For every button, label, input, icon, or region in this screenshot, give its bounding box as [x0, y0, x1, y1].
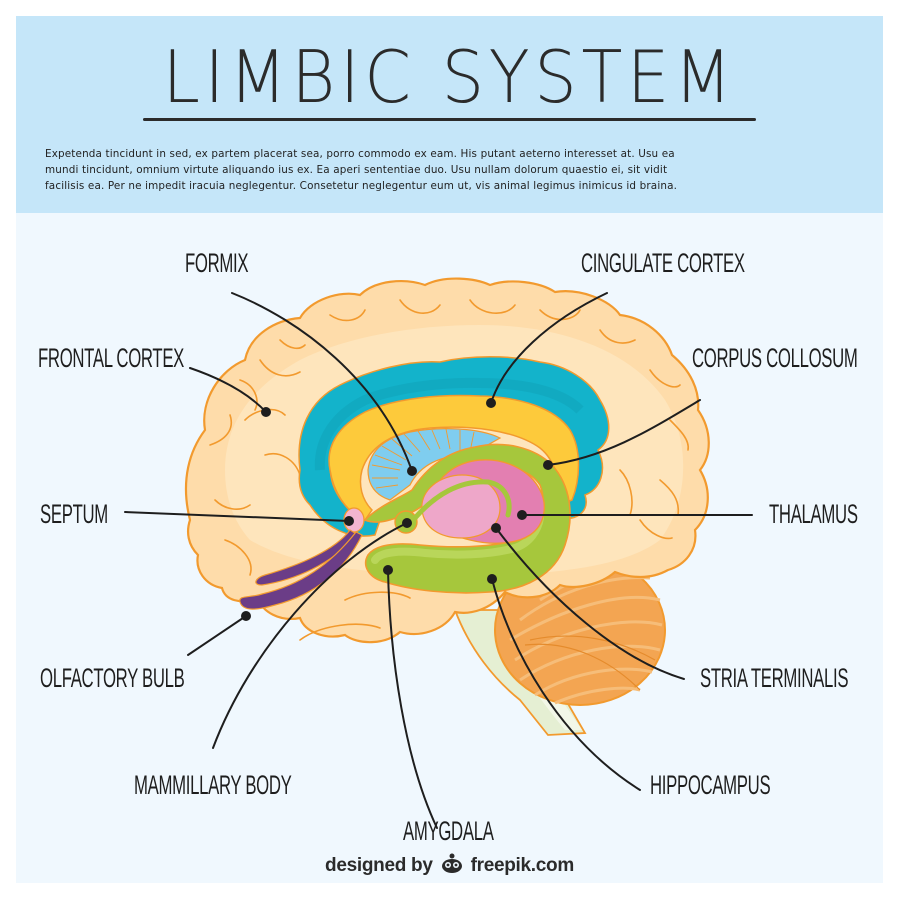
- leader-stria: [495, 527, 685, 680]
- title-underline: [143, 118, 756, 121]
- page-title: LIMBIC SYSTEM: [162, 35, 737, 119]
- dot-thalamus: [517, 510, 527, 520]
- leader-septum: [124, 511, 350, 522]
- label-mammillary-body: MAMMILLARY BODY: [134, 770, 292, 800]
- label-corpus-collosum: CORPUS COLLOSUM: [692, 343, 858, 373]
- brain-diagram: [124, 277, 753, 829]
- thalamus-inner: [421, 474, 501, 539]
- label-septum: SEPTUM: [40, 499, 108, 529]
- label-cingulate-cortex: CINGULATE CORTEX: [581, 248, 745, 278]
- dot-corpus: [543, 460, 553, 470]
- olfactory-bulb-region: [239, 531, 363, 610]
- credit-brand[interactable]: freepik.com: [470, 855, 575, 876]
- dot-formix: [407, 466, 417, 476]
- freepik-logo-icon: [440, 852, 464, 880]
- olfactory-tract: [255, 529, 359, 586]
- dot-cingulate: [486, 398, 496, 408]
- dot-septum: [344, 516, 354, 526]
- label-thalamus: THALAMUS: [769, 499, 858, 529]
- leader-frontal: [189, 367, 267, 413]
- intro-line: Expetenda tincidunt in sed, ex partem pl…: [45, 148, 675, 160]
- intro-line: facilisis ea. Per ne impedit iracuia neg…: [45, 180, 678, 192]
- credit-prefix: designed by: [325, 855, 433, 876]
- leader-corpus: [547, 399, 701, 466]
- leader-hippocampus: [491, 578, 641, 791]
- leader-cingulate: [490, 292, 608, 404]
- leader-formix: [231, 292, 413, 472]
- header-panel: LIMBIC SYSTEM Expetenda tincidunt in sed…: [16, 16, 883, 213]
- leader-mammillary: [212, 522, 408, 749]
- cingulate-shade: [314, 377, 584, 471]
- dot-stria: [491, 523, 501, 533]
- label-olfactory-bulb: OLFACTORY BULB: [40, 663, 185, 693]
- stria-terminalis-band: [412, 479, 512, 521]
- leader-olfactory: [187, 615, 247, 656]
- dot-olfactory: [241, 611, 251, 621]
- dot-hippocampus: [487, 574, 497, 584]
- leader-amygdala: [387, 569, 438, 829]
- credit-line: designed by freepik.com: [16, 852, 883, 880]
- label-formix: FORMIX: [185, 248, 249, 278]
- label-amygdala: AMYGDALA: [403, 816, 494, 846]
- leader-lines: [124, 292, 753, 829]
- label-frontal-cortex: FRONTAL CORTEX: [38, 343, 185, 373]
- cortex-sulci: [209, 299, 690, 641]
- intro-line: mundi tincidunt, omnium virtute aliquand…: [45, 164, 668, 176]
- label-stria-terminalis: STRIA TERMINALIS: [700, 663, 849, 693]
- dot-mammillary: [402, 518, 412, 528]
- intro-paragraph: Expetenda tincidunt in sed, ex partem pl…: [45, 146, 860, 194]
- label-hippocampus: HIPPOCAMPUS: [650, 770, 771, 800]
- dot-amygdala: [383, 565, 393, 575]
- dot-frontal: [261, 407, 271, 417]
- hippocampus-highlight: [371, 514, 544, 564]
- infographic-frame: LIMBIC SYSTEM Expetenda tincidunt in sed…: [16, 16, 883, 883]
- leader-dots: [241, 398, 553, 621]
